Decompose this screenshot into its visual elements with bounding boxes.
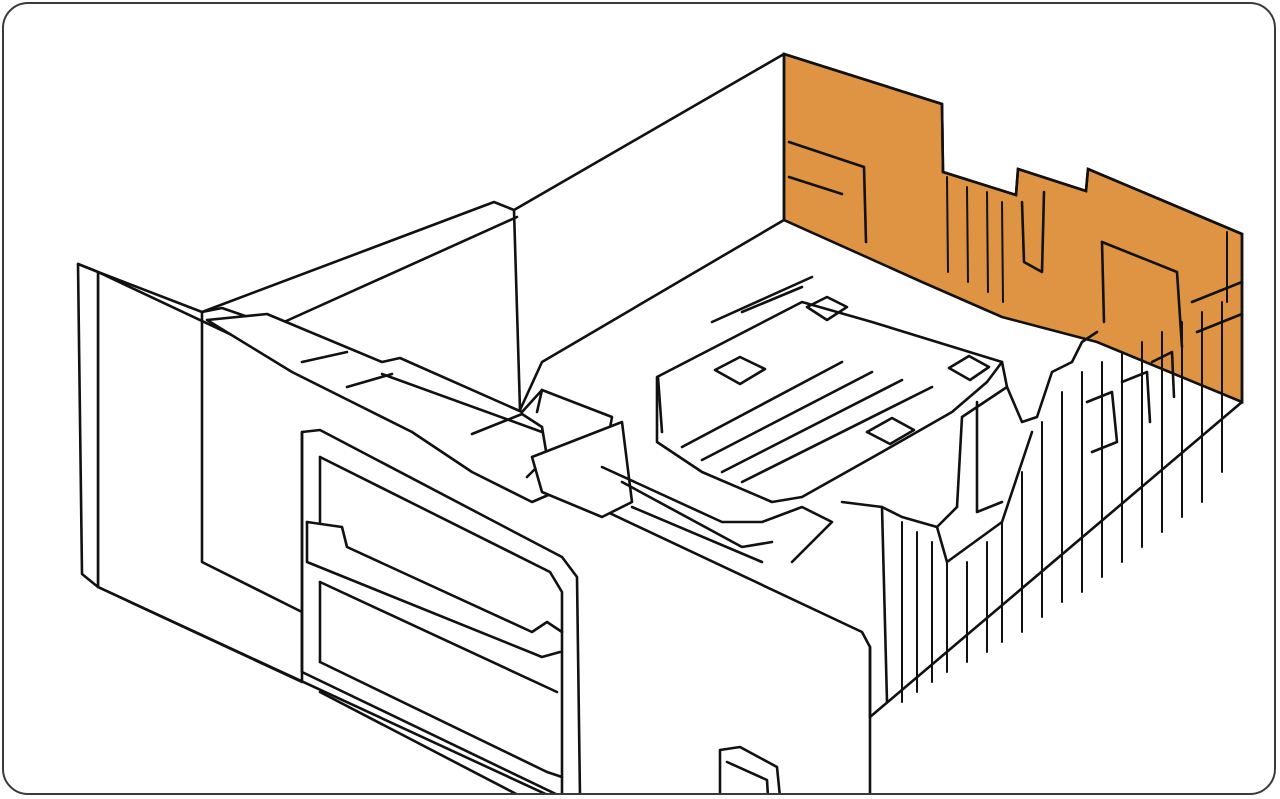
tray-floor-plate [655, 275, 1004, 504]
tray-inner-guides [205, 312, 834, 564]
tray-left-wall [76, 262, 872, 793]
paper-tray-illustration [76, 52, 1244, 795]
tray-right-side-guides [840, 232, 1244, 719]
tray-left-side-rail [200, 52, 786, 412]
tray-label-window [718, 745, 781, 793]
rear-paper-guide-highlight [782, 52, 1244, 404]
tray-front-handle[interactable] [300, 428, 582, 795]
